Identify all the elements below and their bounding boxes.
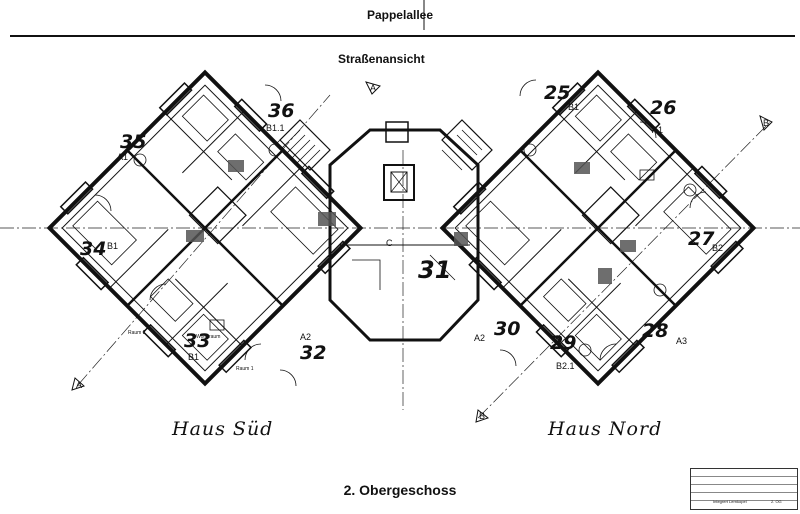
unit-number: 25 <box>544 82 571 104</box>
street-name: Pappelallee <box>366 8 434 22</box>
unit-type: A1 <box>652 125 664 135</box>
unit-number: 33 <box>184 330 211 352</box>
unit-type: C <box>386 238 393 248</box>
unit-number: 36 <box>268 100 295 122</box>
unit-type: B1.1 <box>266 123 285 133</box>
unit-number: 29 <box>550 332 577 354</box>
central-core <box>328 121 480 342</box>
unit-number: 30 <box>494 318 521 340</box>
unit-type: A3 <box>676 336 688 346</box>
unit-number: 31 <box>418 256 452 284</box>
unit-number: 27 <box>688 228 715 250</box>
unit-type: B1 <box>568 102 580 112</box>
section-marker-b: B <box>479 411 486 421</box>
house-north-label: Haus Nord <box>548 418 663 440</box>
unit-type: B1 <box>107 241 119 251</box>
unit-number: 35 <box>120 131 147 153</box>
tables <box>133 143 697 357</box>
unit-number: 32 <box>300 342 327 364</box>
wet-rooms <box>186 160 636 284</box>
floor-title: 2. Obergeschoss <box>343 482 457 498</box>
section-marker-a: A <box>76 380 83 390</box>
room-label: Raum 1 <box>236 366 254 372</box>
unit-number: 28 <box>642 320 669 342</box>
unit-type: B2 <box>712 243 724 253</box>
street-view-label: Straßenansicht <box>338 52 425 66</box>
stair-north <box>441 119 493 171</box>
building-north <box>439 69 757 387</box>
section-lines <box>0 94 800 419</box>
door-swings <box>94 79 707 387</box>
stair-south <box>274 119 331 171</box>
unit-type: A1 <box>117 152 129 162</box>
unit-type: A2 <box>474 333 486 343</box>
section-marker-b: B <box>763 118 770 128</box>
unit-number: 34 <box>80 238 107 260</box>
title-block-text: Integrert Lernkopel <box>713 499 747 504</box>
title-block: Integrert Lernkopel 2. OG <box>690 468 798 510</box>
house-south-label: Haus Süd <box>172 418 274 440</box>
section-markers <box>71 81 773 423</box>
room-label: Raum 2 <box>128 330 146 336</box>
room-label: Wohnraum <box>196 334 221 340</box>
title-block-floor: 2. OG <box>771 499 782 504</box>
unit-number: 26 <box>650 97 677 119</box>
unit-type: A2 <box>300 332 312 342</box>
unit-type: B2.1 <box>556 361 575 371</box>
section-marker-a: A <box>370 83 377 93</box>
unit-type: B1 <box>188 352 200 362</box>
